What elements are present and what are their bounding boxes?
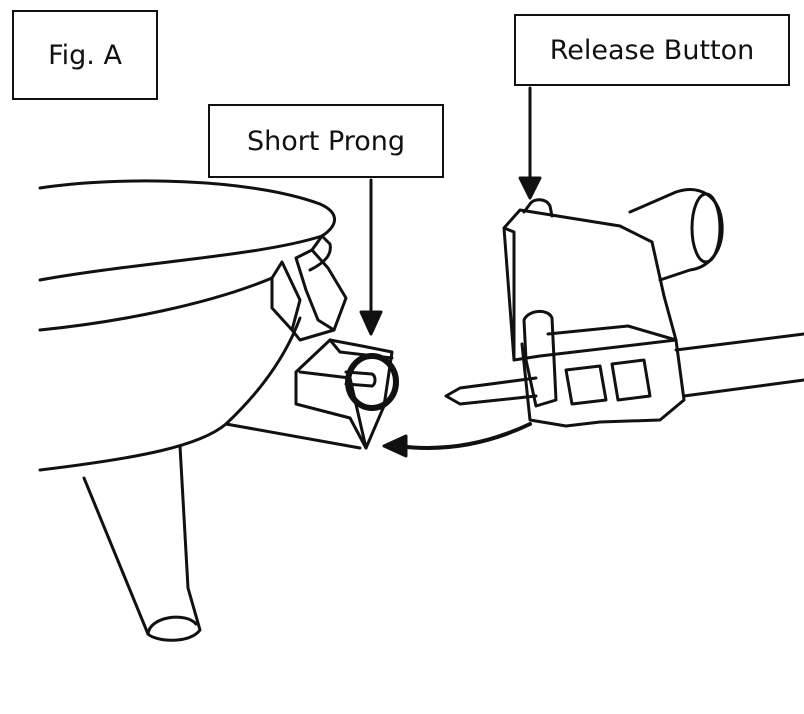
- base-bottom-edge: [224, 422, 362, 450]
- plug-cord-relief: [628, 188, 724, 282]
- base-rim-top: [38, 179, 336, 238]
- plug-notch: [564, 364, 608, 406]
- annotation-arrows: [359, 86, 542, 458]
- base-leg-foot: [146, 615, 198, 636]
- base-rim-inner: [38, 234, 324, 282]
- base-rim-edge: [308, 234, 332, 272]
- plug-front-edge: [502, 226, 516, 362]
- insertion-arrow-head: [382, 434, 408, 458]
- figure-label: Fig. A: [12, 10, 158, 100]
- insertion-arrow-curve: [396, 422, 532, 450]
- release-button-top: [522, 198, 554, 218]
- short-prong-label: Short Prong: [208, 104, 444, 178]
- base-latch-fin-4: [290, 328, 336, 342]
- plug-lower-body: [520, 338, 686, 428]
- plug-lower-step: [546, 324, 678, 342]
- appliance-base: [38, 179, 399, 642]
- short-prong-arrow-head: [359, 310, 383, 336]
- base-lower-curve: [38, 316, 302, 472]
- plug-housing: [502, 208, 678, 362]
- plug-grip: [522, 310, 558, 408]
- plug-assembly: [444, 188, 804, 428]
- base-body-side: [38, 276, 274, 332]
- base-leg: [82, 444, 202, 642]
- power-cord-lower: [682, 378, 804, 398]
- release-button-label: Release Button: [514, 14, 790, 86]
- plug-notch-2: [610, 358, 652, 402]
- base-latch-fin-3: [310, 234, 324, 252]
- plug-cord-relief-end: [690, 192, 722, 264]
- release-button-arrow-head: [518, 176, 542, 200]
- power-cord-upper: [674, 332, 804, 352]
- base-latch-fin-1: [270, 260, 302, 332]
- base-latch-fin-2: [294, 248, 348, 332]
- short-prong-pin: [344, 370, 377, 388]
- prong-highlight-circle: [345, 353, 399, 411]
- plug-probe: [444, 376, 538, 406]
